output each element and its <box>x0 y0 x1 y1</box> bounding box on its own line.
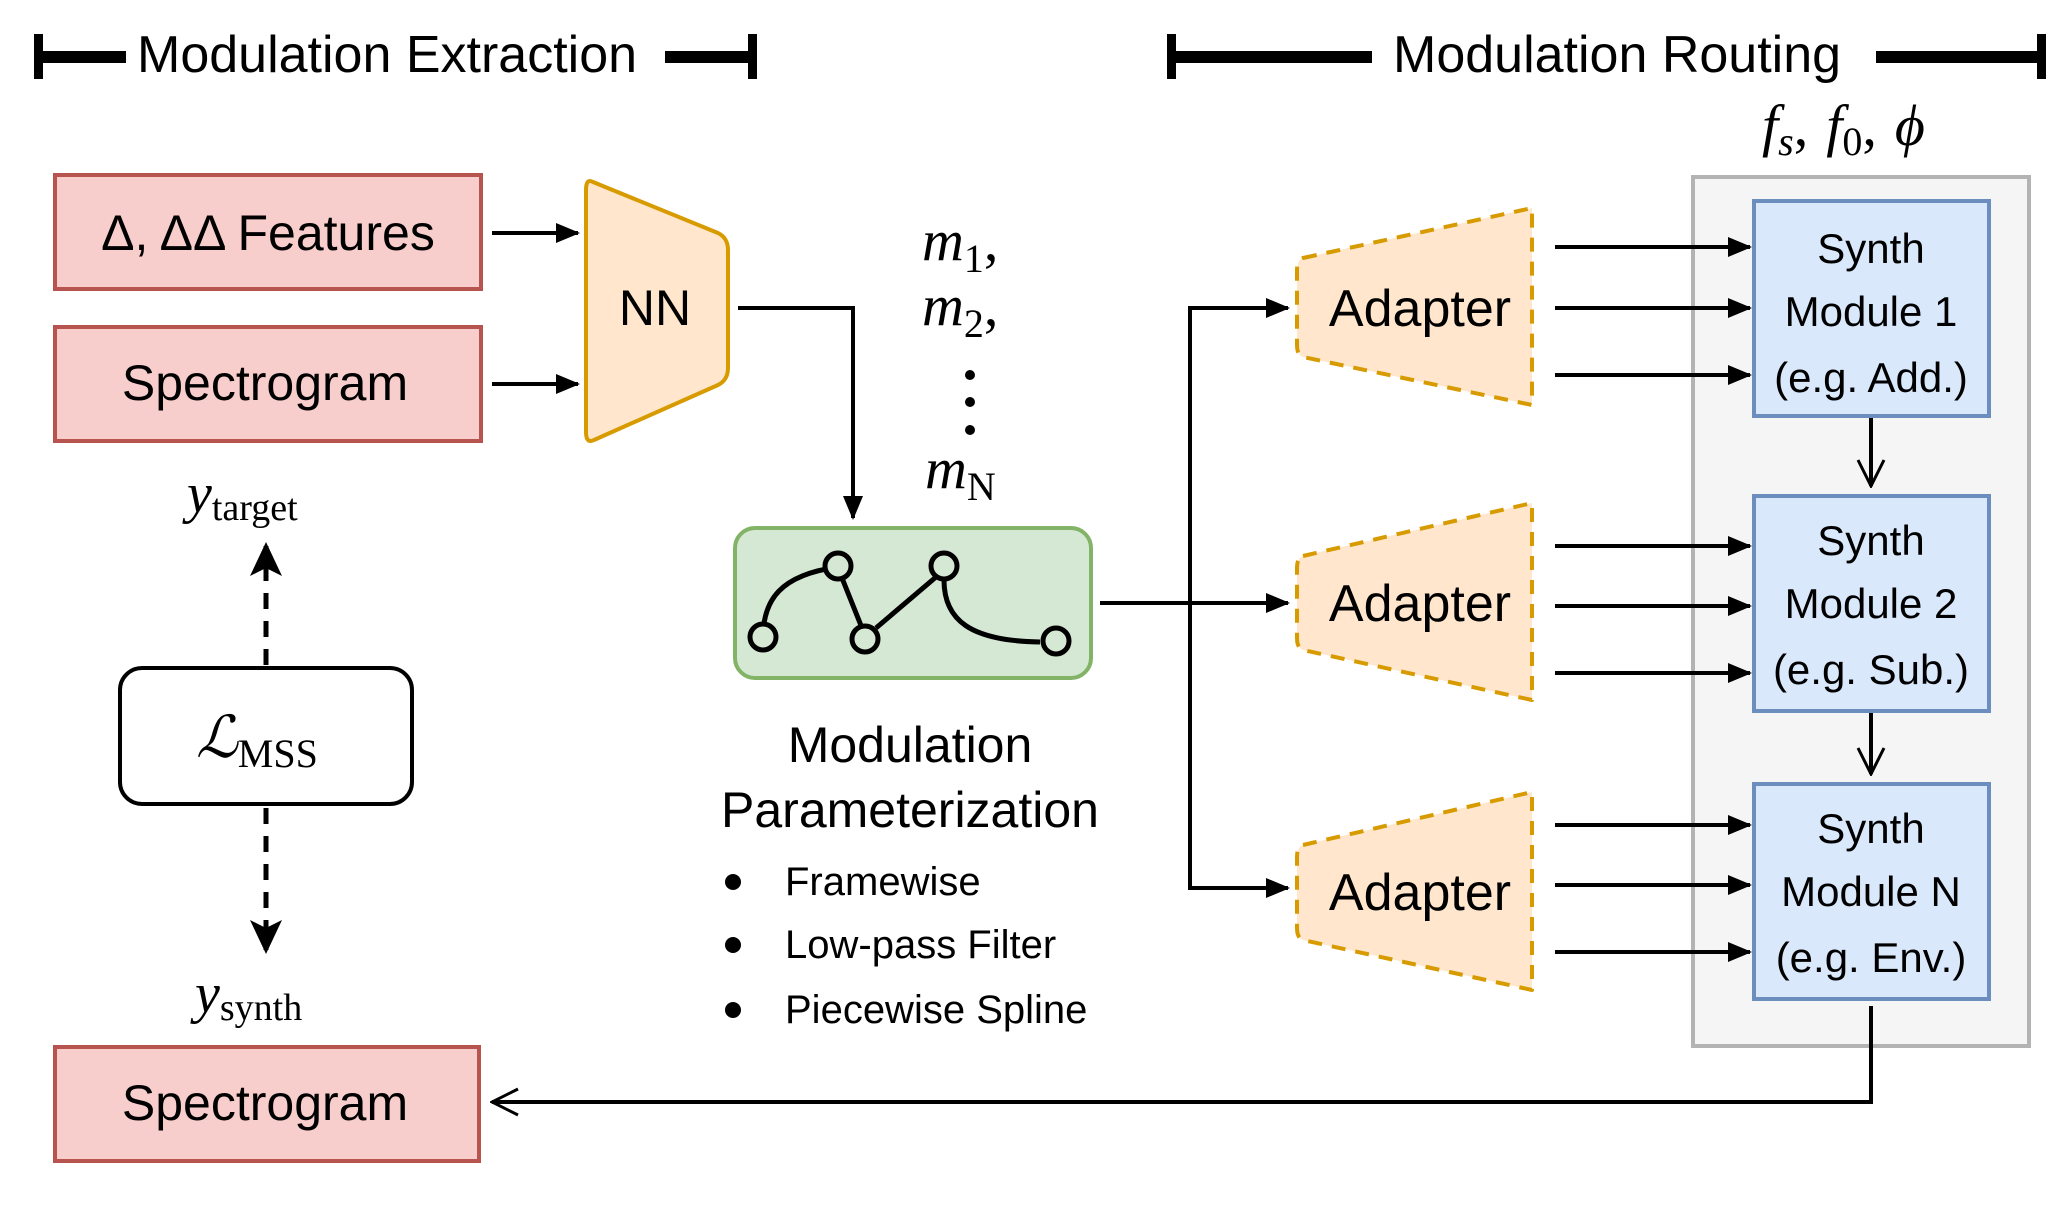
ellipsis-dot <box>965 370 975 380</box>
ellipsis-dot <box>965 397 975 407</box>
routing-header: Modulation Routing <box>1167 26 2046 84</box>
synth-module-n-line1: Synth <box>1817 805 1924 852</box>
nn-label: NN <box>619 280 691 336</box>
bracket-right-cap <box>748 34 757 79</box>
adapter-2-label: Adapter <box>1329 575 1511 633</box>
routing-title: Modulation Routing <box>1393 26 1841 84</box>
modulation-m2: m2, <box>922 273 998 346</box>
synth-module-1-line2: Module 1 <box>1785 288 1958 335</box>
bracket-right-bar <box>665 51 757 63</box>
param-item-lowpass: Low-pass Filter <box>785 923 1056 967</box>
nn-to-param-arrow <box>738 306 863 520</box>
nn-block[interactable]: NN <box>584 179 730 443</box>
loss-box[interactable]: ℒMSS <box>118 666 414 806</box>
synth-module-2[interactable]: Synth Module 2 (e.g. Sub.) <box>1752 494 1991 713</box>
spectrogram-output-label: Spectrogram <box>122 1075 408 1131</box>
features-box[interactable]: Δ, ΔΔ Features <box>53 173 483 291</box>
adapter-2[interactable]: Adapter <box>1295 501 1534 702</box>
adapter-1[interactable]: Adapter <box>1295 206 1534 407</box>
spline-icon <box>747 550 1072 657</box>
bracket-right-cap <box>2037 34 2046 79</box>
extraction-header: Modulation Extraction <box>34 26 757 84</box>
svg-text:ytarget: ytarget <box>182 463 298 529</box>
param-title-line2: Parameterization <box>721 782 1099 838</box>
loss-target-label: ytarget <box>182 463 298 529</box>
param-title-line1: Modulation <box>788 717 1033 773</box>
spectrogram-input-label: Spectrogram <box>122 355 408 411</box>
routing-connectors <box>1100 298 1290 898</box>
synth-module-n-line2: Module N <box>1781 868 1961 915</box>
bracket-left-bar <box>1167 51 1372 63</box>
adapter-output-arrows <box>1555 237 1752 962</box>
modulation-m1: m1, <box>922 208 998 281</box>
synth-module-1-line3: (e.g. Add.) <box>1774 354 1968 401</box>
loss-label: ℒMSS <box>196 705 318 776</box>
loss-synth-label: ysynth <box>190 963 302 1029</box>
bullet-icon <box>725 937 741 953</box>
bullet-icon <box>725 874 741 890</box>
extraction-title: Modulation Extraction <box>137 26 637 84</box>
svg-text:ysynth: ysynth <box>190 963 302 1029</box>
synth-global-params: fs,f0,ϕ <box>1762 93 1925 164</box>
synth-module-1[interactable]: Synth Module 1 (e.g. Add.) <box>1752 199 1991 418</box>
bracket-right-bar <box>1876 51 2046 63</box>
modulation-mN: mN <box>925 436 996 509</box>
synth-module-2-line2: Module 2 <box>1785 580 1958 627</box>
synth-output-arrow <box>492 1006 1873 1102</box>
param-item-framewise: Framewise <box>785 860 981 904</box>
spectrogram-output-box[interactable]: Spectrogram <box>53 1045 481 1163</box>
adapter-3[interactable]: Adapter <box>1295 790 1534 992</box>
synth-module-1-line1: Synth <box>1817 225 1924 272</box>
spectrogram-input-box[interactable]: Spectrogram <box>53 325 483 443</box>
synth-module-n-line3: (e.g. Env.) <box>1776 934 1967 981</box>
bracket-left-bar <box>34 51 126 63</box>
parameterization-description: Modulation Parameterization Framewise Lo… <box>721 717 1099 1032</box>
synth-module-n[interactable]: Synth Module N (e.g. Env.) <box>1752 782 1991 1001</box>
parameterization-block[interactable] <box>733 526 1093 680</box>
bullet-icon <box>725 1002 741 1018</box>
adapter-3-label: Adapter <box>1329 864 1511 922</box>
adapter-1-label: Adapter <box>1329 280 1511 338</box>
param-item-spline: Piecewise Spline <box>785 988 1087 1032</box>
synth-module-2-line1: Synth <box>1817 517 1924 564</box>
modulation-signals: m1, m2, mN <box>922 208 998 509</box>
ellipsis-dot <box>965 425 975 435</box>
synth-module-2-line3: (e.g. Sub.) <box>1773 646 1969 693</box>
features-label: Δ, ΔΔ Features <box>101 205 435 261</box>
